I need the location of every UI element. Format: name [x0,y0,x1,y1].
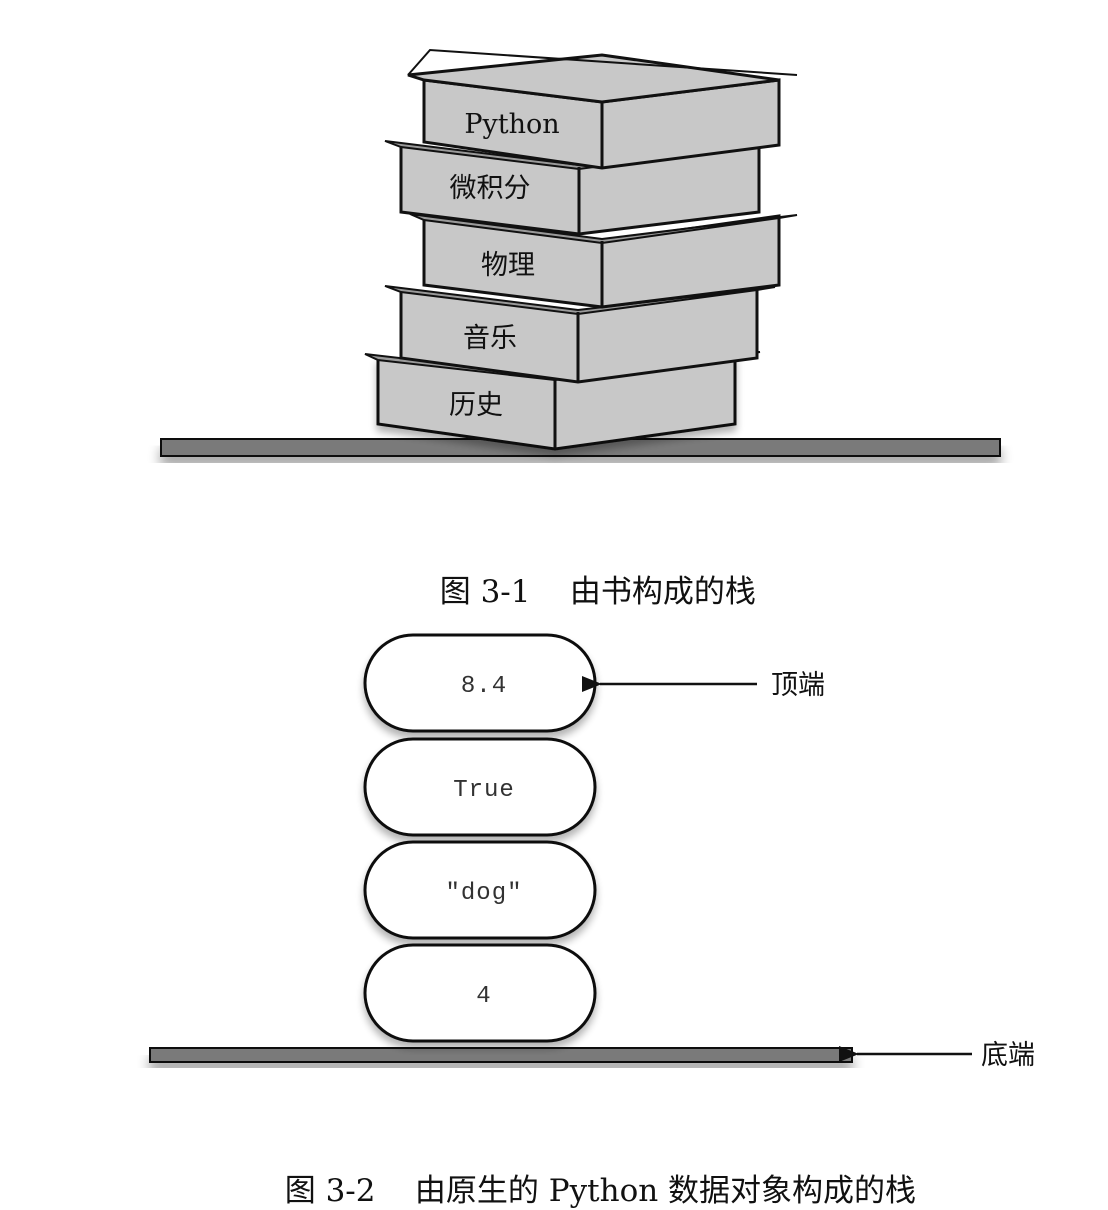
caption-number: 图 3-2 [284,1173,376,1209]
top-pointer: 顶端 [582,670,825,701]
bottom-pointer: 底端 [839,1040,1035,1071]
top-label: 顶端 [771,670,825,701]
book-label-music: 音乐 [463,323,517,354]
stack-item-8-4: 8.4 [363,633,597,733]
stack-item-value: 8.4 [461,673,507,700]
caption-text: 由原生的 Python 数据对象构成的栈 [414,1173,917,1209]
caption-text: 由书构成的栈 [569,574,756,610]
bottom-label: 底端 [981,1040,1035,1071]
figure-caption-3-2: 图 3-2 由原生的 Python 数据对象构成的栈 [265,1129,916,1210]
book-label-physics: 物理 [481,250,535,281]
book-label-calculus: 微积分 [450,173,531,204]
stack-item-4: 4 [363,943,597,1043]
book-music: 音乐 [384,285,776,384]
book-history: 历史 [364,351,761,451]
stack-item-value: "dog" [445,880,522,907]
figure-caption-3-1: 图 3-1 由书构成的栈 [420,530,756,611]
book-label-history: 历史 [449,390,503,421]
stack-base [149,1047,853,1063]
stack-item-dog: "dog" [363,840,597,940]
caption-number: 图 3-1 [439,574,531,610]
book-stack: 历史 音乐 物理 微积分 Python [160,48,1001,457]
book-label-python: Python [464,109,559,140]
stack-item-value: 4 [476,983,491,1010]
object-stack: 8.4 True "dog" 4 顶端 底端 [149,633,1035,1071]
stack-item-value: True [453,777,515,804]
book-python: Python [407,48,798,170]
stack-item-true: True [363,737,597,837]
book-physics: 物理 [409,213,798,309]
